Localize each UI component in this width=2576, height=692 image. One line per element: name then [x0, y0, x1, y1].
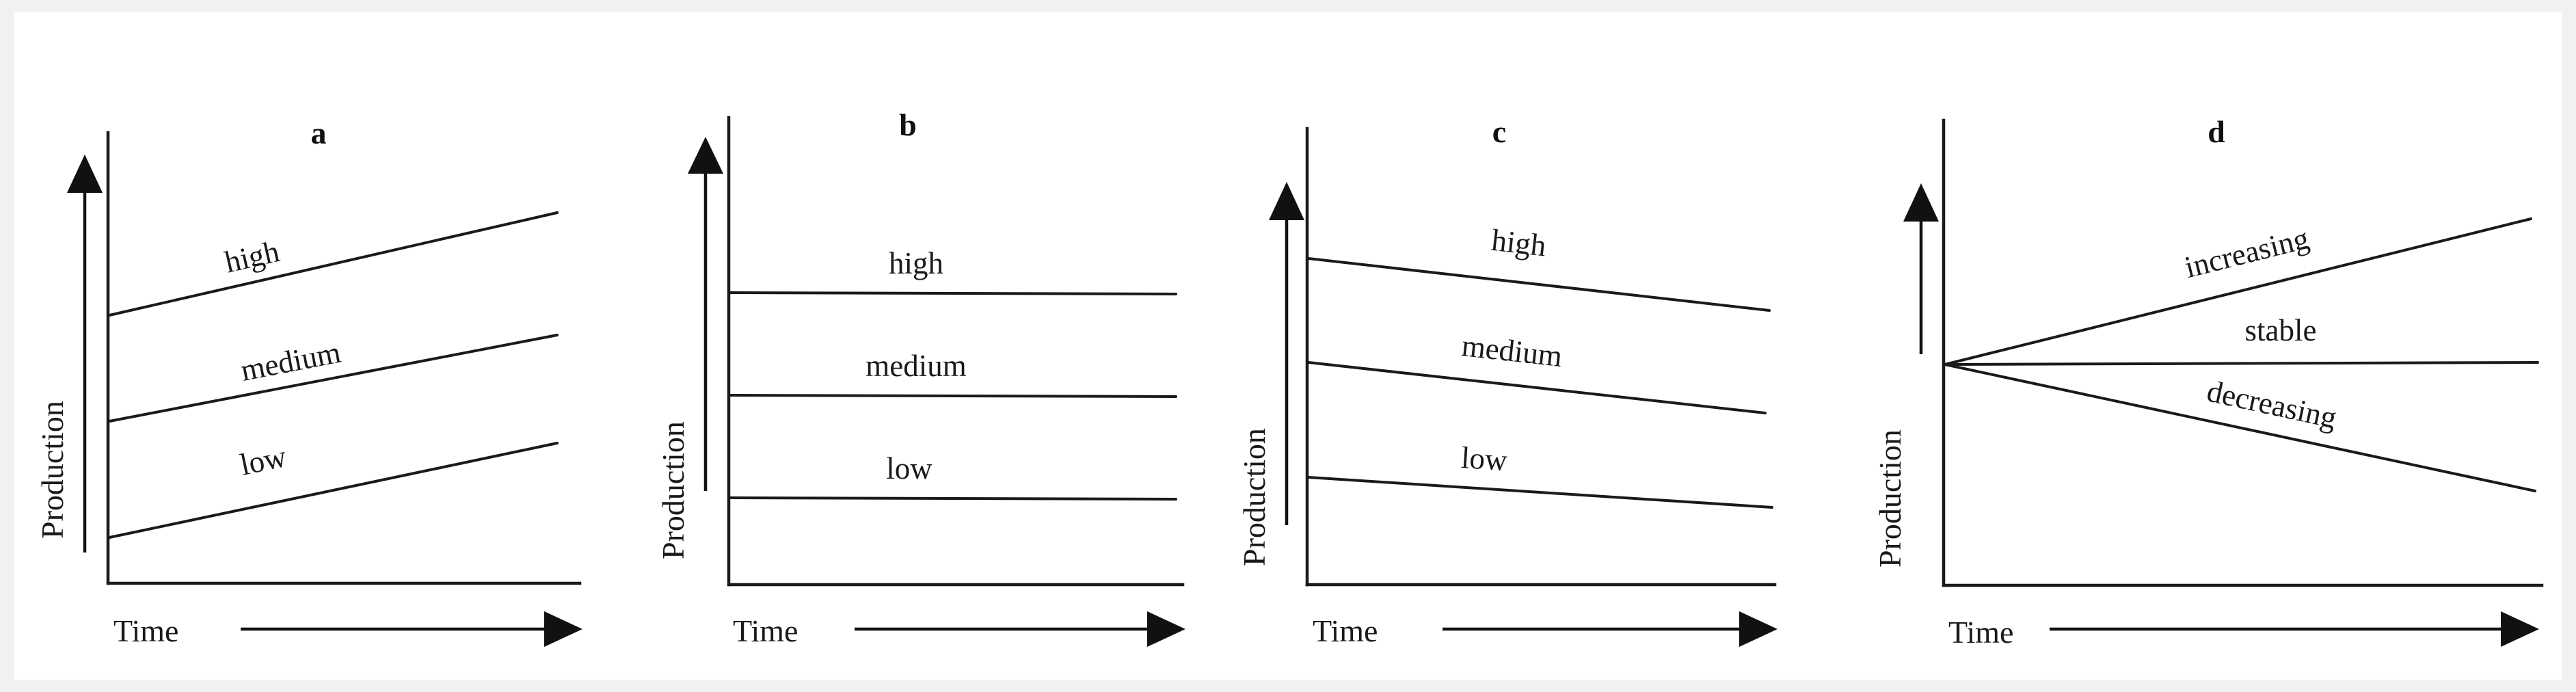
series-label-medium: medium [866, 349, 966, 383]
series-line-high [1307, 257, 1771, 312]
x-axis-title: Time [1948, 615, 2013, 650]
panel-letter-d: d [2208, 114, 2225, 149]
panel-a: a Production Time h [14, 12, 629, 680]
series-line-high [729, 291, 1177, 295]
figure-canvas: a Production Time h [14, 12, 2562, 680]
panel-letter-c: c [1492, 114, 1506, 149]
series-label-low: low [886, 451, 933, 485]
series-label-high: high [889, 246, 943, 280]
arrow-right-icon [2050, 611, 2539, 647]
arrow-right-icon [855, 611, 1185, 647]
x-axis-title: Time [1313, 613, 1378, 648]
series-line-medium [108, 334, 559, 423]
panel-letter-a: a [311, 116, 327, 150]
panel-b: b Production Time high medium [629, 12, 1210, 680]
series-line-low [108, 442, 559, 539]
series-line-increasing [1944, 217, 2532, 366]
y-axis-title: Production [1873, 429, 1907, 568]
series-line-low [729, 496, 1177, 501]
panel-letter-b: b [899, 107, 917, 142]
series-label-increasing: increasing [2182, 221, 2313, 284]
panel-c: c Production Time high medium [1210, 12, 1798, 680]
series-line-medium [729, 394, 1177, 398]
arrow-up-icon [1269, 182, 1304, 525]
x-axis-title: Time [733, 613, 798, 648]
series-line-decreasing [1944, 363, 2536, 492]
series-label-stable: stable [2245, 313, 2317, 347]
series-line-low [1307, 476, 1773, 509]
series-label-medium: medium [1460, 328, 1564, 373]
arrow-up-icon [688, 137, 723, 491]
series-line-high [108, 211, 559, 317]
arrow-right-icon [241, 611, 582, 647]
panel-d: d Production Time increasing stable [1798, 12, 2562, 680]
series-line-stable [1944, 361, 2539, 366]
y-axis-title: Production [35, 401, 70, 539]
series-line-medium [1307, 361, 1767, 414]
series-label-high: high [1490, 223, 1548, 263]
series-label-decreasing: decreasing [2204, 374, 2340, 436]
arrow-up-icon [1903, 183, 1939, 354]
arrow-up-icon [67, 155, 103, 553]
x-axis-title: Time [113, 613, 178, 648]
y-axis-title: Production [1237, 428, 1272, 566]
series-label-low: low [237, 439, 290, 482]
series-label-low: low [1460, 440, 1509, 477]
arrow-right-icon [1443, 611, 1777, 647]
y-axis-title: Production [656, 421, 690, 559]
series-label-high: high [222, 234, 282, 280]
